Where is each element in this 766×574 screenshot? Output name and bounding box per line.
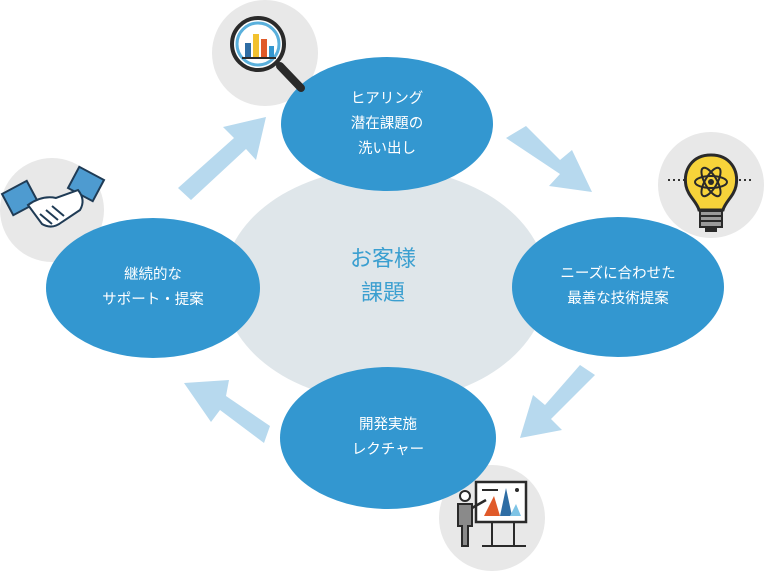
magnifier-chart-icon	[230, 16, 305, 92]
node-development-line2: レクチャー	[351, 442, 425, 458]
node-left-ellipse	[46, 218, 260, 358]
node-proposal: ニーズに合わせた 最善な技術提案	[512, 217, 724, 357]
node-proposal-line2: 最善な技術提案	[567, 291, 669, 307]
center-label-line2: 課題	[360, 281, 405, 306]
node-development: 開発実施 レクチャー	[280, 367, 496, 509]
node-hearing-line1: ヒアリング	[350, 90, 424, 107]
presentation-icon	[457, 480, 528, 547]
node-support: 継続的な サポート・提案	[46, 218, 260, 358]
arrow-top-to-right	[506, 126, 592, 192]
handshake-icon	[0, 165, 106, 228]
center-label-line1: お客様	[349, 247, 416, 272]
node-hearing: ヒアリング 潜在課題の 洗い出し	[281, 57, 493, 191]
node-proposal-line1: ニーズに合わせた	[560, 266, 676, 282]
node-support-line1: 継続的な	[124, 267, 182, 283]
node-development-line1: 開発実施	[359, 417, 417, 433]
node-hearing-line3: 洗い出し	[358, 140, 416, 157]
center-label: お客様 課題	[283, 243, 483, 311]
node-support-line2: サポート・提案	[102, 292, 204, 308]
node-bottom-ellipse	[280, 367, 496, 509]
node-hearing-line2: 潜在課題の	[350, 115, 424, 132]
arrow-left-to-top	[178, 117, 266, 200]
lightbulb-atom-icon	[668, 153, 754, 232]
center-ellipse	[223, 168, 547, 402]
node-top-ellipse	[281, 57, 493, 191]
node-right-ellipse	[512, 217, 724, 357]
arrow-bottom-to-left	[184, 380, 270, 443]
arrow-right-to-bottom	[520, 365, 595, 438]
